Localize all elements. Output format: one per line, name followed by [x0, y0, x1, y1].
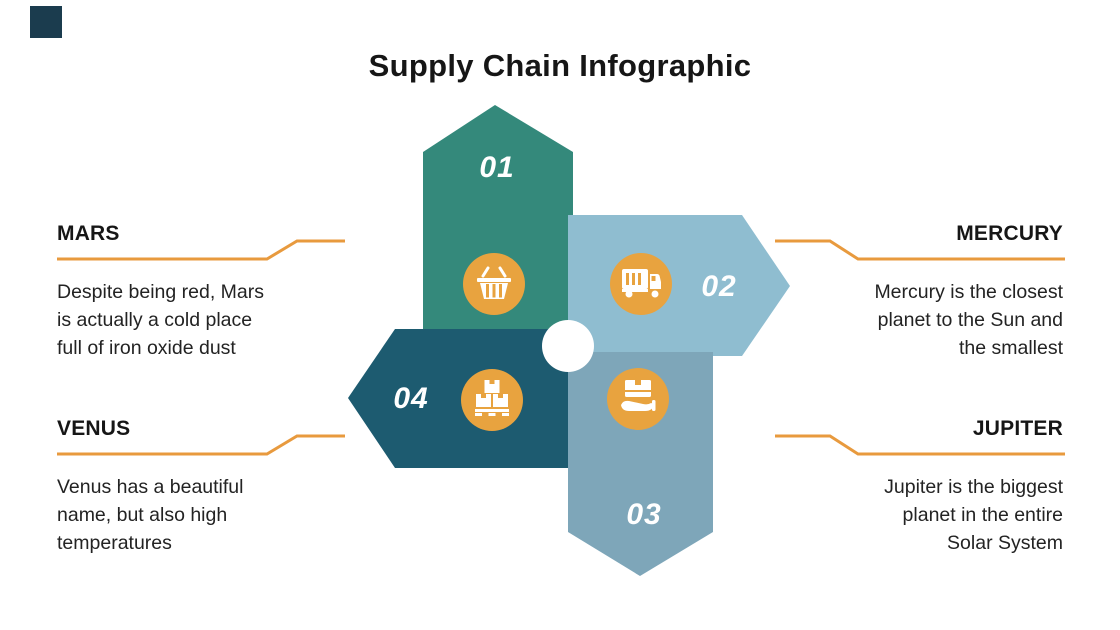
- step-1-arrow: [423, 105, 573, 365]
- panel-body-mercury: Mercury is the closest planet to the Sun…: [874, 281, 1063, 359]
- corner-accent-square: [30, 6, 62, 38]
- truck-icon: [622, 269, 661, 298]
- connector-line-venus: [57, 434, 345, 456]
- panel-title-jupiter: JUPITER: [972, 417, 1063, 440]
- page-title: Supply Chain Infographic: [368, 48, 752, 83]
- step-2-number: 02: [701, 270, 736, 303]
- panel-body-jupiter: Jupiter is the biggest planet in the ent…: [884, 476, 1063, 554]
- pallet-icon: [475, 380, 509, 416]
- panel-title-mercury: MERCURY: [956, 222, 1063, 245]
- connector-line-mars: [57, 239, 345, 261]
- panel-title-mars: MARS: [57, 222, 120, 245]
- connector-line-jupiter: [775, 434, 1065, 456]
- center-circle: [542, 320, 594, 372]
- step-3-arrow: [568, 352, 713, 576]
- hand-box-icon: [621, 380, 656, 411]
- panel-title-venus: VENUS: [57, 417, 131, 440]
- hand-box-icon-medallion: [607, 368, 669, 430]
- panel-body-venus: Venus has a beautiful name, but also hig…: [57, 476, 244, 554]
- basket-icon: [477, 266, 511, 299]
- pallet-icon-medallion: [461, 369, 523, 431]
- step-1-number: 01: [479, 151, 514, 184]
- step-2-arrow: [568, 215, 790, 356]
- connector-line-mercury: [775, 239, 1065, 261]
- panel-body-mars: Despite being red, Mars is actually a co…: [57, 281, 265, 359]
- step-3-number: 03: [626, 498, 661, 531]
- step-4-arrow: [348, 329, 568, 468]
- step-4-number: 04: [393, 382, 428, 415]
